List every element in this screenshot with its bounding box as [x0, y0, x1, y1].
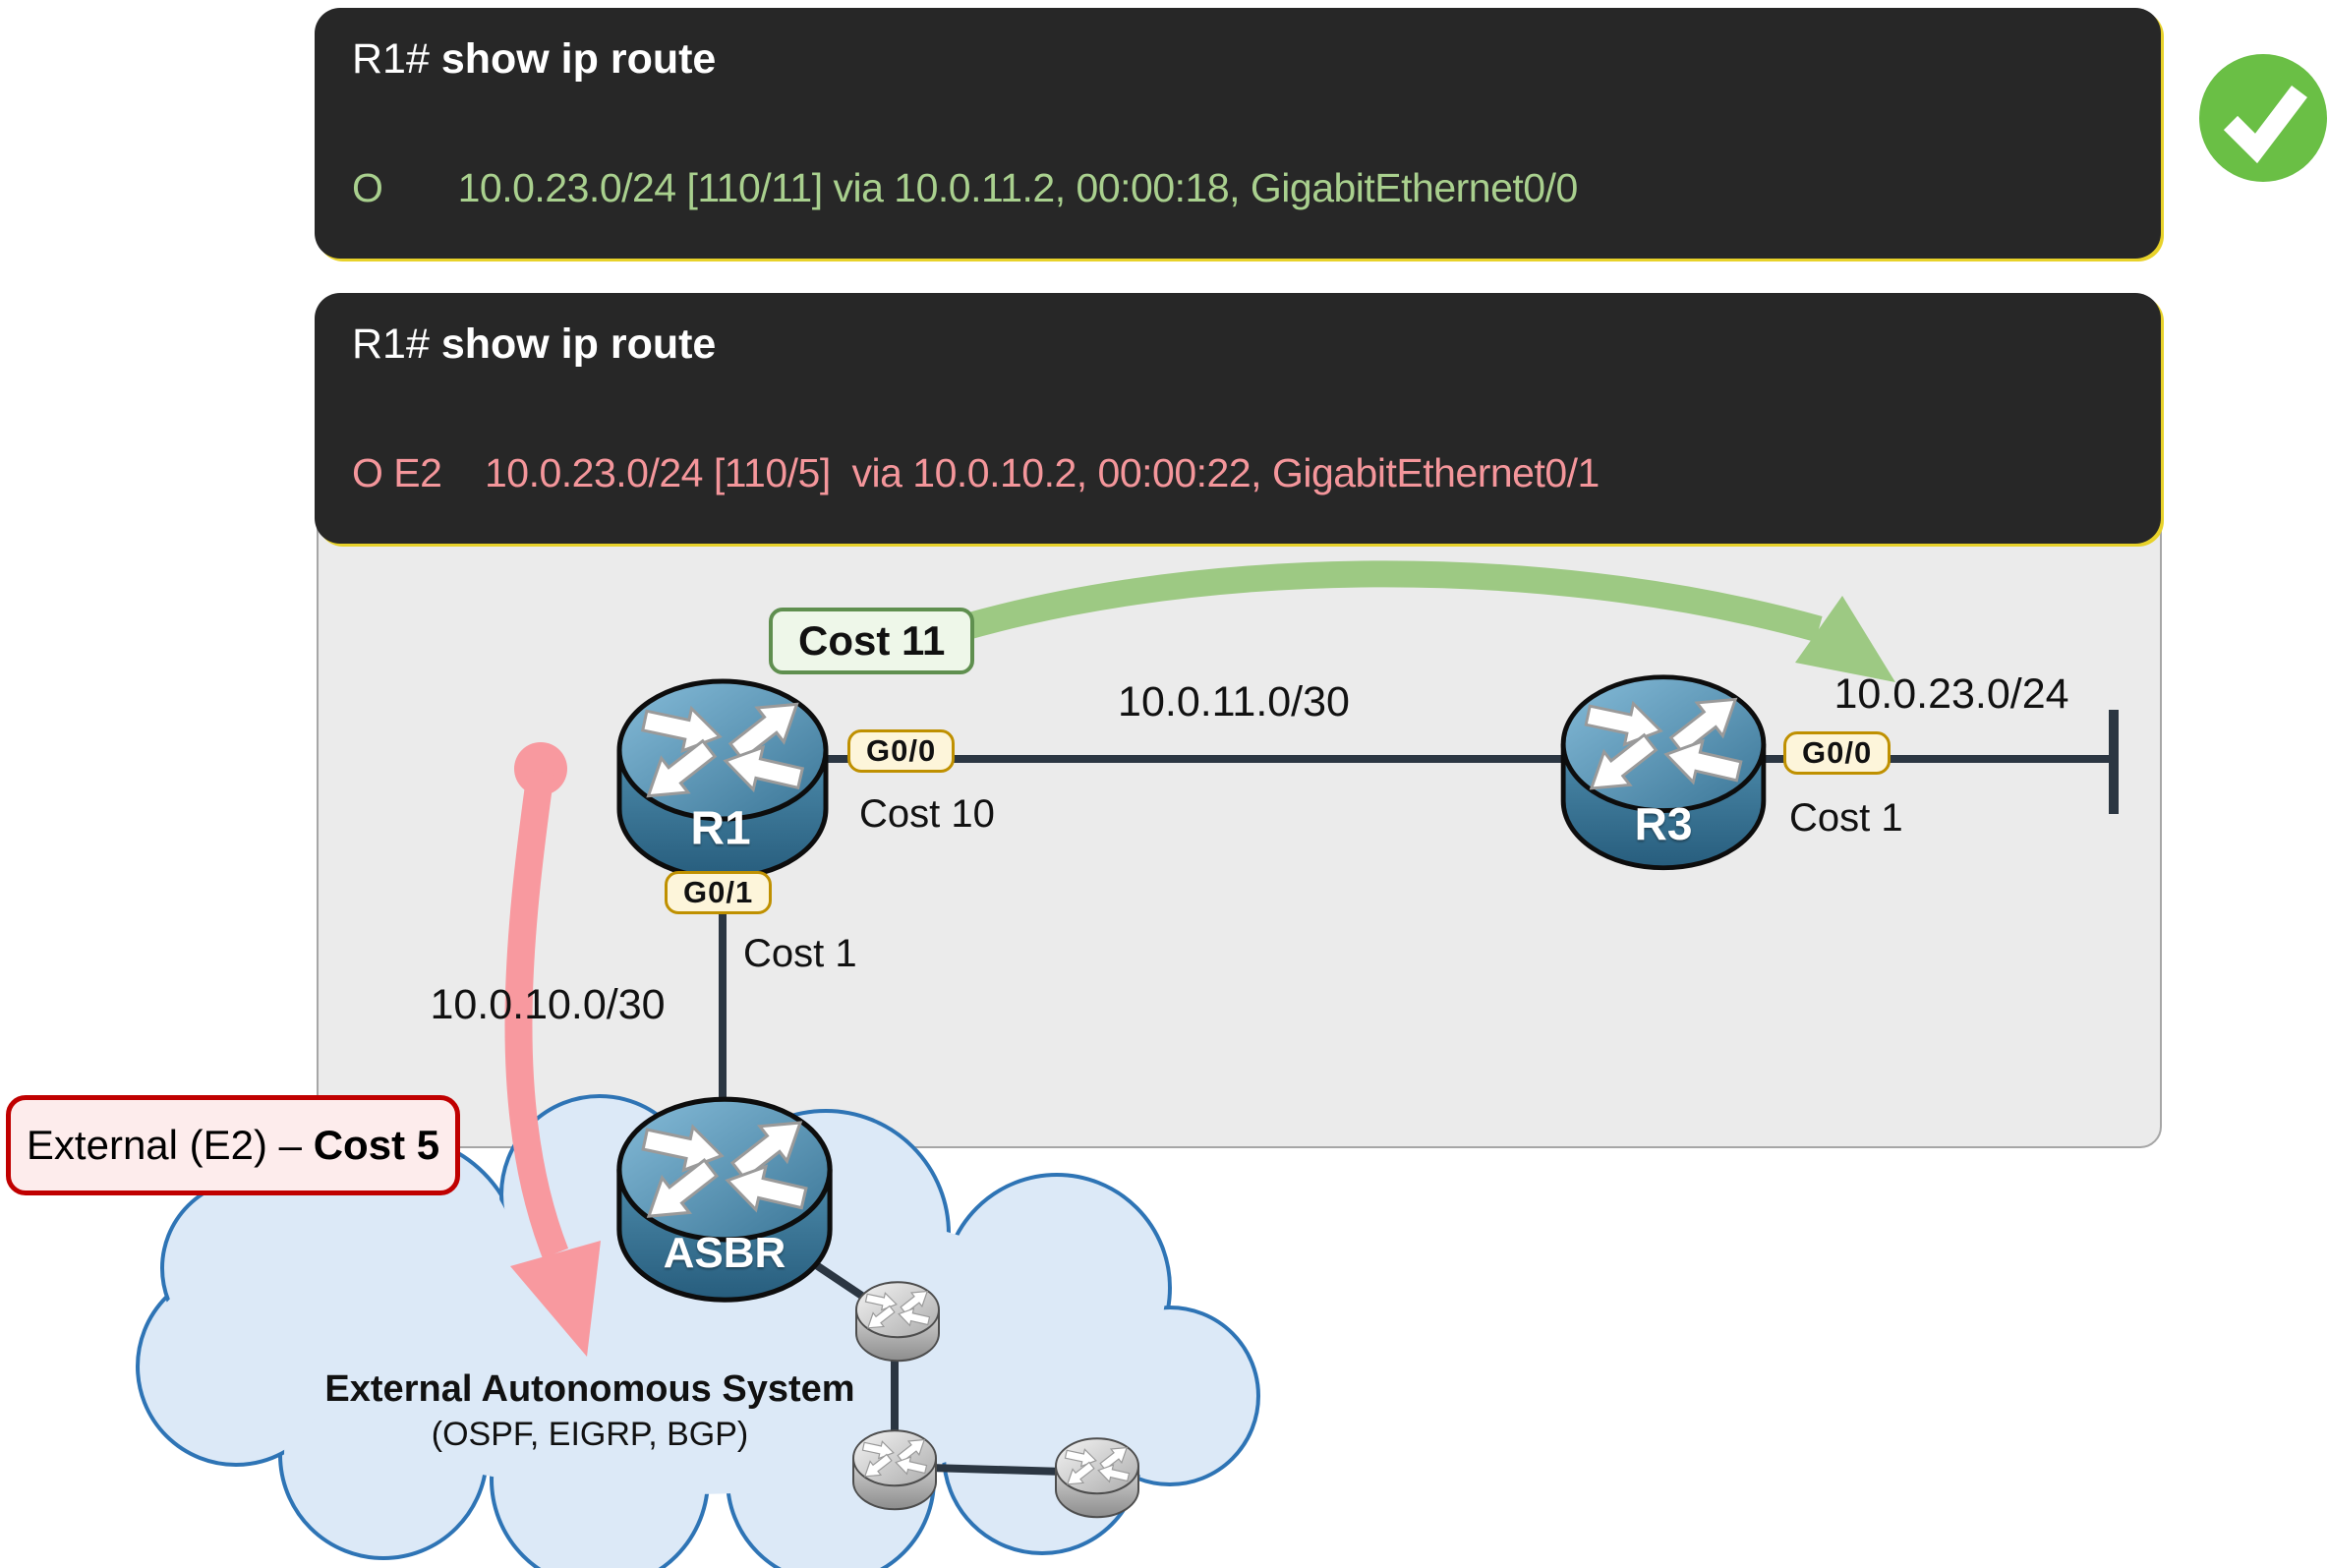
interface-badge-r1-g00: G0/0 [847, 729, 956, 773]
external-e2-cost-badge: External (E2) – Cost 5 [6, 1095, 460, 1195]
cli-prompt-router: R1# [352, 320, 441, 368]
interface-badge-r3-g00: G0/0 [1783, 731, 1892, 775]
cli-prompt-router: R1# [352, 35, 441, 83]
cost-label-r1-g01: Cost 1 [743, 932, 857, 975]
terminal-output-intra: R1# show ip route O 10.0.23.0/24 [110/11… [315, 8, 2161, 259]
external-cost5-text: Cost 5 [313, 1122, 440, 1168]
route-line-external: O E2 10.0.23.0/24 [110/5] via 10.0.10.2,… [352, 450, 1600, 495]
external-router-1-icon [856, 1282, 939, 1361]
router-label-r1: R1 [690, 802, 751, 855]
interface-badge-r1-g01: G0/1 [665, 871, 773, 914]
cli-command: show ip route [440, 320, 717, 368]
cost-11-badge: Cost 11 [769, 608, 975, 674]
route-line-intra: O 10.0.23.0/24 [110/11] via 10.0.11.2, 0… [352, 165, 1578, 210]
external-router-3-icon [1056, 1438, 1138, 1517]
router-label-r3: R3 [1634, 798, 1693, 849]
network-label-r1-r3: 10.0.11.0/30 [1118, 678, 1350, 726]
cli-prompt: R1# show ip route [352, 320, 716, 369]
cost-label-r1-g00: Cost 10 [859, 792, 995, 836]
cloud-title: External Autonomous System [324, 1368, 855, 1410]
external-as-cloud [136, 1094, 1260, 1568]
external-e2-text: External (E2) – [26, 1122, 314, 1168]
network-label-r1-asbr: 10.0.10.0/30 [430, 981, 666, 1028]
cost-label-r3-g00: Cost 1 [1789, 796, 1903, 840]
cli-command: show ip route [440, 35, 717, 83]
external-router-2-icon [853, 1430, 936, 1509]
external-route-arrow [504, 742, 601, 1357]
cloud-subtitle: (OSPF, EIGRP, BGP) [431, 1416, 749, 1453]
checkmark-icon [2199, 54, 2327, 182]
intra-area-route-arrow [927, 560, 1895, 682]
terminal-output-external: R1# show ip route O E2 10.0.23.0/24 [110… [315, 293, 2161, 544]
cli-prompt: R1# show ip route [352, 35, 716, 84]
network-label-r3-lan: 10.0.23.0/24 [1833, 670, 2069, 718]
router-label-asbr: ASBR [663, 1229, 786, 1277]
